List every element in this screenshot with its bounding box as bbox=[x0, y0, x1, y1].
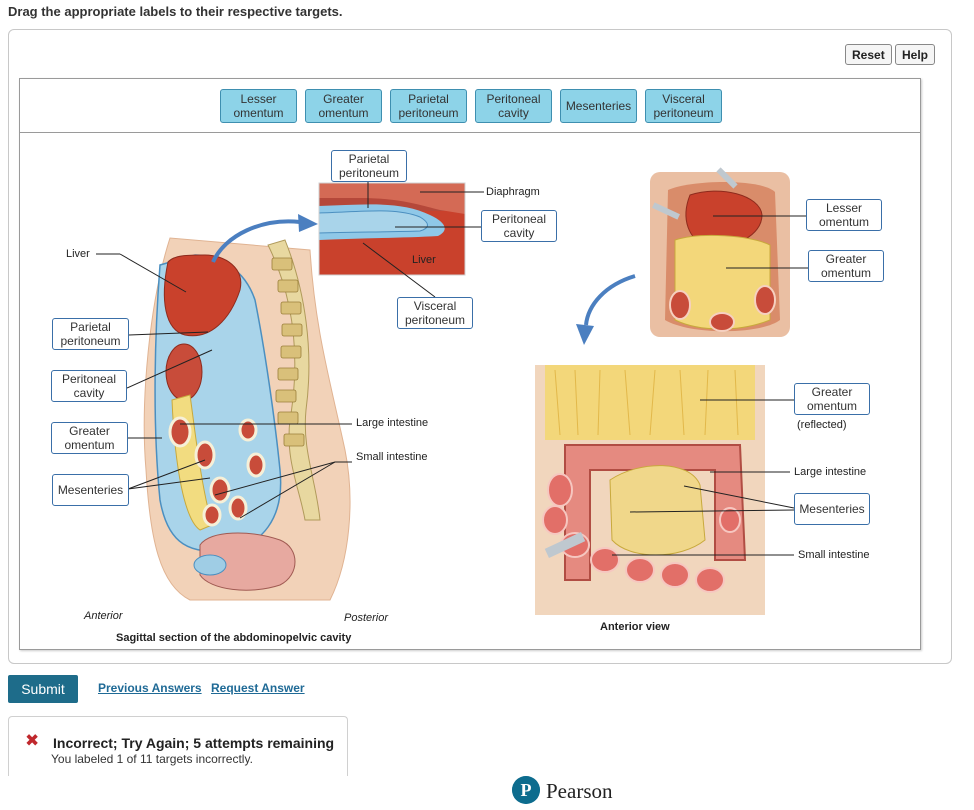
sagittal-caption: Sagittal section of the abdominopelvic c… bbox=[116, 632, 352, 644]
pearson-logo-letter: P bbox=[521, 780, 532, 800]
target-right-mesenteries[interactable]: Mesenteries bbox=[794, 493, 870, 525]
greater-omentum-reflected bbox=[545, 365, 755, 440]
large-intestine-right-label: Large intestine bbox=[794, 466, 867, 478]
liver-inset-label: Liver bbox=[412, 254, 436, 266]
bank-label-mesenteries[interactable]: Mesenteries bbox=[560, 89, 637, 123]
anterior-view-caption: Anterior view bbox=[600, 621, 670, 633]
incorrect-icon: ✖ bbox=[25, 731, 40, 750]
curved-arrow-to-inset bbox=[211, 219, 301, 263]
target-left-greater-omentum[interactable]: Greater omentum bbox=[51, 422, 128, 454]
pearson-logo-icon: P bbox=[512, 776, 540, 804]
feedback-detail: You labeled 1 of 11 targets incorrectly. bbox=[51, 752, 253, 766]
curved-arrow-down bbox=[584, 274, 636, 326]
stomach-sagittal bbox=[165, 343, 203, 401]
bank-label-peritoneal-cavity[interactable]: Peritoneal cavity bbox=[475, 89, 552, 123]
target-left-cavity[interactable]: Peritoneal cavity bbox=[51, 370, 127, 402]
reset-button[interactable]: Reset bbox=[845, 44, 892, 65]
bladder bbox=[193, 554, 227, 576]
feedback-title: Incorrect; Try Again; 5 attempts remaini… bbox=[53, 735, 335, 751]
bank-label-visceral-peritoneum[interactable]: Visceral peritoneum bbox=[645, 89, 722, 123]
large-intestine-left-label: Large intestine bbox=[356, 417, 429, 429]
help-button[interactable]: Help bbox=[895, 44, 936, 65]
target-left-parietal[interactable]: Parietal peritoneum bbox=[52, 318, 129, 350]
leader-lines bbox=[96, 182, 808, 556]
feedback-box: ✖ Incorrect; Try Again; 5 attempts remai… bbox=[8, 716, 348, 776]
target-left-mesenteries[interactable]: Mesenteries bbox=[52, 474, 129, 506]
request-answer-link[interactable]: Request Answer bbox=[211, 681, 305, 695]
reflected-label: (reflected) bbox=[797, 419, 847, 431]
bank-label-greater-omentum[interactable]: Greater omentum bbox=[305, 89, 382, 123]
mesentery-fan bbox=[609, 465, 706, 556]
label-bank-divider bbox=[20, 132, 920, 133]
inset-diaphragm-liver bbox=[319, 183, 465, 275]
target-inset-cavity[interactable]: Peritoneal cavity bbox=[481, 210, 557, 242]
small-intestine-right-label: Small intestine bbox=[798, 549, 870, 561]
target-inset-parietal[interactable]: Parietal peritoneum bbox=[331, 150, 407, 182]
anterior-direction-label: Anterior bbox=[84, 610, 123, 622]
liver-sagittal bbox=[163, 254, 242, 337]
large-intestine-anterior bbox=[564, 444, 747, 581]
posterior-direction-label: Posterior bbox=[344, 612, 389, 624]
target-right-greater-omentum[interactable]: Greater omentum bbox=[808, 250, 884, 282]
stomach-anterior bbox=[685, 190, 763, 247]
submit-button[interactable]: Submit bbox=[8, 675, 78, 703]
pelvic-organs bbox=[199, 532, 296, 591]
small-intestine-left-label: Small intestine bbox=[356, 451, 428, 463]
instructions: Drag the appropriate labels to their res… bbox=[8, 4, 343, 19]
diaphragm-label: Diaphragm bbox=[486, 186, 540, 198]
bank-label-parietal-peritoneum[interactable]: Parietal peritoneum bbox=[390, 89, 467, 123]
bank-label-lesser-omentum[interactable]: Lesser omentum bbox=[220, 89, 297, 123]
vertebrae bbox=[271, 257, 305, 447]
greater-omentum-anterior bbox=[674, 234, 771, 330]
target-right-lesser-omentum[interactable]: Lesser omentum bbox=[806, 199, 882, 231]
liver-label: Liver bbox=[66, 248, 90, 260]
target-right-greater-omentum-reflected[interactable]: Greater omentum bbox=[794, 383, 870, 415]
previous-answers-link[interactable]: Previous Answers bbox=[98, 681, 202, 695]
target-inset-visceral[interactable]: Visceral peritoneum bbox=[397, 297, 473, 329]
intestine-loops-sagittal bbox=[168, 416, 266, 527]
pearson-wordmark: Pearson bbox=[546, 779, 613, 803]
